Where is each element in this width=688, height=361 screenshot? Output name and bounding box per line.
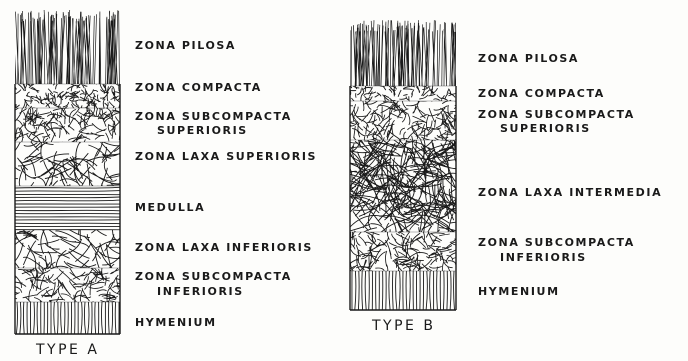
type-a-layer-medulla [15,187,120,230]
type-a-label-subcompacta-inferioris-line1: ZONA SUBCOMPACTA [135,270,292,284]
type-a-layer-subcompacta-sup [2,92,135,157]
type-b-label-zona-pilosa: ZONA PILOSA [478,52,579,66]
type-a-label-zona-pilosa: ZONA PILOSA [135,39,236,53]
type-b-layer-subcompacta-inf [338,224,471,288]
type-a-label-subcompacta-superioris-line2: SUPERIORIS [135,124,248,138]
type-b-label-subcompacta-inferioris-line1: ZONA SUBCOMPACTA [478,236,635,250]
type-a-label-subcompacta-superioris-line1: ZONA SUBCOMPACTA [135,110,292,124]
type-a-layer-pilosa [13,10,120,84]
type-a-label-subcompacta-inferioris-line2: INFERIORIS [135,285,244,299]
type-b-label-zona-compacta: ZONA COMPACTA [478,87,605,101]
type-b-label-subcompacta-inferioris-line2: INFERIORIS [478,251,587,265]
type-a-layer-hymenium [16,302,119,334]
type-a-column [0,10,142,334]
type-b-column [322,20,482,310]
type-b-caption: TYPE B [372,318,435,334]
type-b-label-subcompacta-superioris-line2: SUPERIORIS [478,122,591,136]
type-a-label-hymenium: HYMENIUM [135,316,217,330]
type-a-label-laxa-superioris: ZONA LAXA SUPERIORIS [135,150,317,164]
type-b-layer-hymenium [352,271,455,310]
type-a-layer-laxa-inf [0,204,142,295]
type-a-caption: TYPE A [36,342,99,358]
type-a-label-zona-compacta: ZONA COMPACTA [135,81,262,95]
type-a-label-laxa-inferioris: ZONA LAXA INFERIORIS [135,241,313,255]
type-b-layer-pilosa [350,20,456,86]
type-b-label-hymenium: HYMENIUM [478,285,560,299]
type-b-label-laxa-intermedia: ZONA LAXA INTERMEDIA [478,186,662,200]
type-a-label-medulla: MEDULLA [135,201,205,215]
type-b-label-subcompacta-superioris-line1: ZONA SUBCOMPACTA [478,108,635,122]
